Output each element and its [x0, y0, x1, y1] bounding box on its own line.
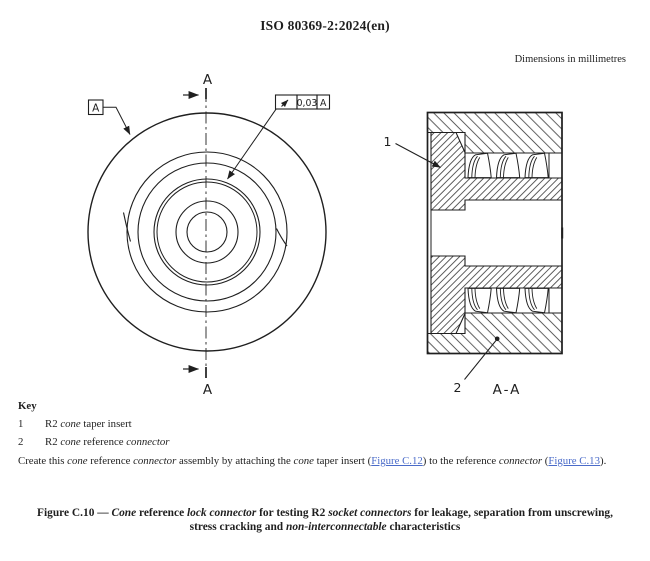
section-label-top: A — [203, 72, 213, 88]
section-view-title: A-A — [493, 382, 522, 398]
key-block: Key 1 R2 cone taper insert 2 R2 cone ref… — [18, 400, 634, 469]
collar-circle — [126, 151, 288, 313]
callout-2-label: 2 — [454, 380, 462, 395]
tolerance-leader-line — [227, 108, 277, 180]
key-item-1: 1 R2 cone taper insert — [18, 418, 634, 432]
thread-runout-mark-right — [276, 228, 288, 247]
section-label-bottom: A — [203, 382, 213, 398]
section-view: 1 2 A-A — [384, 111, 564, 398]
key-item-text: R2 cone taper insert — [45, 417, 132, 430]
cone-bore-circle — [186, 211, 228, 253]
thread-crest-circle — [153, 178, 261, 286]
thread-runout-mark-left — [122, 212, 132, 242]
callout-2-dot — [494, 336, 500, 342]
figure-caption: Figure C.10 — Cone reference lock connec… — [37, 507, 613, 533]
callout-2-leader — [464, 340, 497, 380]
datum-callout: A — [87, 99, 131, 135]
datum-label: A — [92, 102, 100, 114]
circular-runout-icon — [280, 99, 289, 108]
key-item-number: 1 — [18, 417, 24, 430]
key-item-number: 2 — [18, 435, 24, 448]
tolerance-value: 0,03 — [297, 98, 318, 109]
thread-root-circle — [156, 181, 258, 283]
figure-c12-link[interactable]: Figure C.12 — [371, 455, 423, 467]
figure-c13-link[interactable]: Figure C.13 — [548, 455, 600, 467]
page-title: ISO 80369-2:2024(en) — [260, 18, 390, 33]
key-item-text: R2 cone reference connector — [45, 435, 170, 448]
callout-1-label: 1 — [384, 134, 392, 149]
thread-lugs-row — [467, 152, 550, 179]
key-note: Create this cone reference connector ass… — [18, 455, 607, 467]
technical-drawing: A A A 0,03 A — [87, 72, 564, 398]
front-view: A A A 0,03 A — [87, 72, 331, 398]
tolerance-datum: A — [320, 98, 327, 109]
key-heading: Key — [18, 400, 37, 412]
outer-body-circle — [87, 112, 327, 352]
datum-leader-line — [103, 106, 131, 135]
key-item-2: 2 R2 cone reference connector — [18, 436, 634, 450]
thread-outer-circle — [137, 162, 277, 302]
tolerance-frame: 0,03 A — [227, 94, 331, 180]
dimensions-note: Dimensions in millimetres — [514, 54, 626, 65]
cone-outer-circle — [175, 200, 239, 264]
callout-1-leader — [395, 143, 441, 168]
